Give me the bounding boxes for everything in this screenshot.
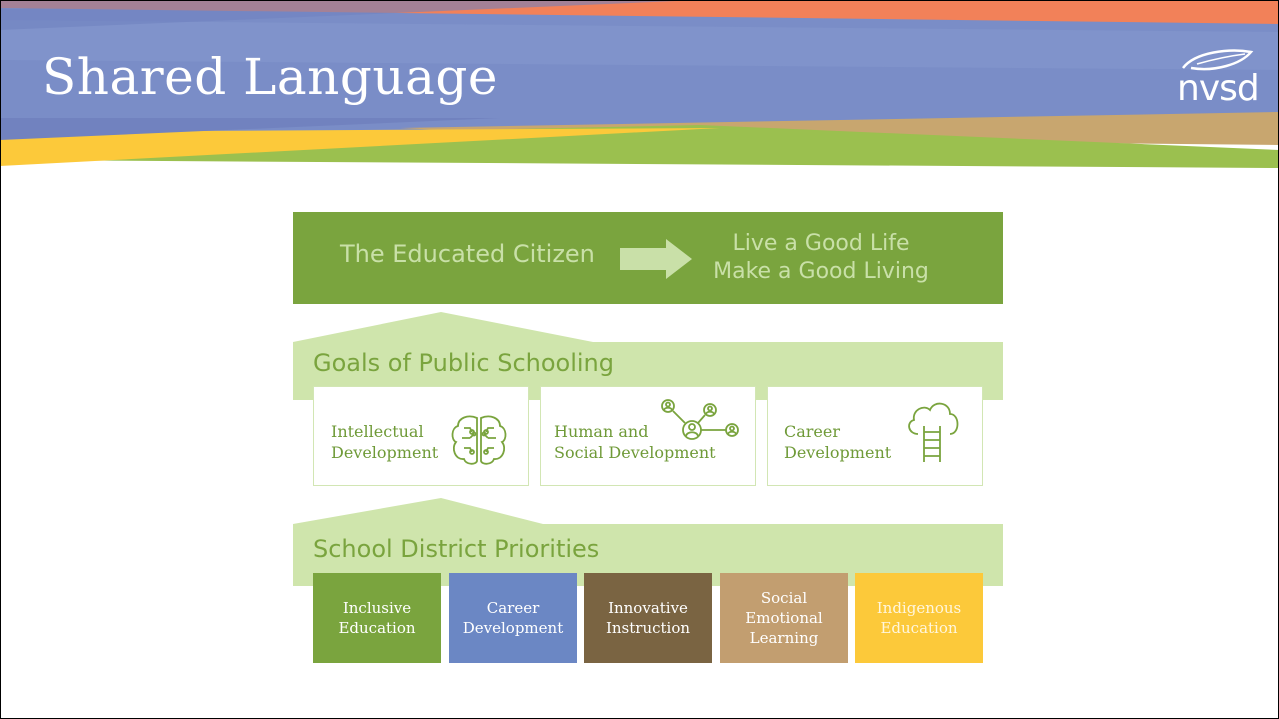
- goal-line: Human and: [554, 422, 649, 441]
- goal-card-intellectual: [313, 386, 529, 486]
- goals-heading: Goals of Public Schooling: [313, 349, 614, 377]
- goal-line: Social Development: [554, 443, 716, 462]
- priority-label: Indigenous Education: [876, 599, 962, 637]
- priority-label: Career Development: [462, 599, 564, 637]
- nvsd-leaf-logo-icon: [1182, 49, 1254, 71]
- priority-social-emotional-learning: Social Emotional Learning: [720, 573, 848, 663]
- people-network-icon: [661, 399, 739, 440]
- goal-line: Development: [331, 443, 439, 462]
- priority-innovative-instruction: Innovative Instruction: [584, 573, 712, 663]
- priority-label: Social Emotional Learning: [745, 589, 823, 647]
- priorities-layer-shape: [293, 498, 1003, 586]
- header-banner: [0, 0, 1279, 168]
- priorities-heading: School District Priorities: [313, 535, 600, 563]
- goal-line: Development: [784, 443, 892, 462]
- goal-label-intellectual: Intellectual Development: [331, 421, 438, 463]
- outcome-text: Live a Good Life Make a Good Living: [696, 230, 946, 286]
- goal-card-career: [767, 386, 983, 486]
- outcome-line-2: Make a Good Living: [713, 259, 929, 284]
- cloud-ladder-icon: [908, 402, 959, 462]
- slide-title: Shared Language: [42, 48, 498, 106]
- brain-circuit-icon: [451, 415, 507, 465]
- goal-label-social: Human and Social Development: [554, 421, 716, 463]
- outcome-line-1: Live a Good Life: [732, 231, 910, 256]
- goal-label-career: Career Development: [784, 421, 891, 463]
- right-arrow-icon: [620, 239, 692, 279]
- priority-label: Inclusive Education: [338, 599, 416, 637]
- priority-inclusive-education: Inclusive Education: [313, 573, 441, 663]
- priority-career-development: Career Development: [449, 573, 577, 663]
- goal-line: Intellectual: [331, 422, 424, 441]
- goals-layer-shape: [293, 312, 1003, 400]
- logo-text: nvsd: [1177, 68, 1260, 109]
- priority-indigenous-education: Indigenous Education: [855, 573, 983, 663]
- priority-label: Innovative Instruction: [605, 599, 691, 637]
- educated-citizen-label: The Educated Citizen: [340, 240, 595, 268]
- goal-card-social: [540, 386, 756, 486]
- goal-line: Career: [784, 422, 841, 441]
